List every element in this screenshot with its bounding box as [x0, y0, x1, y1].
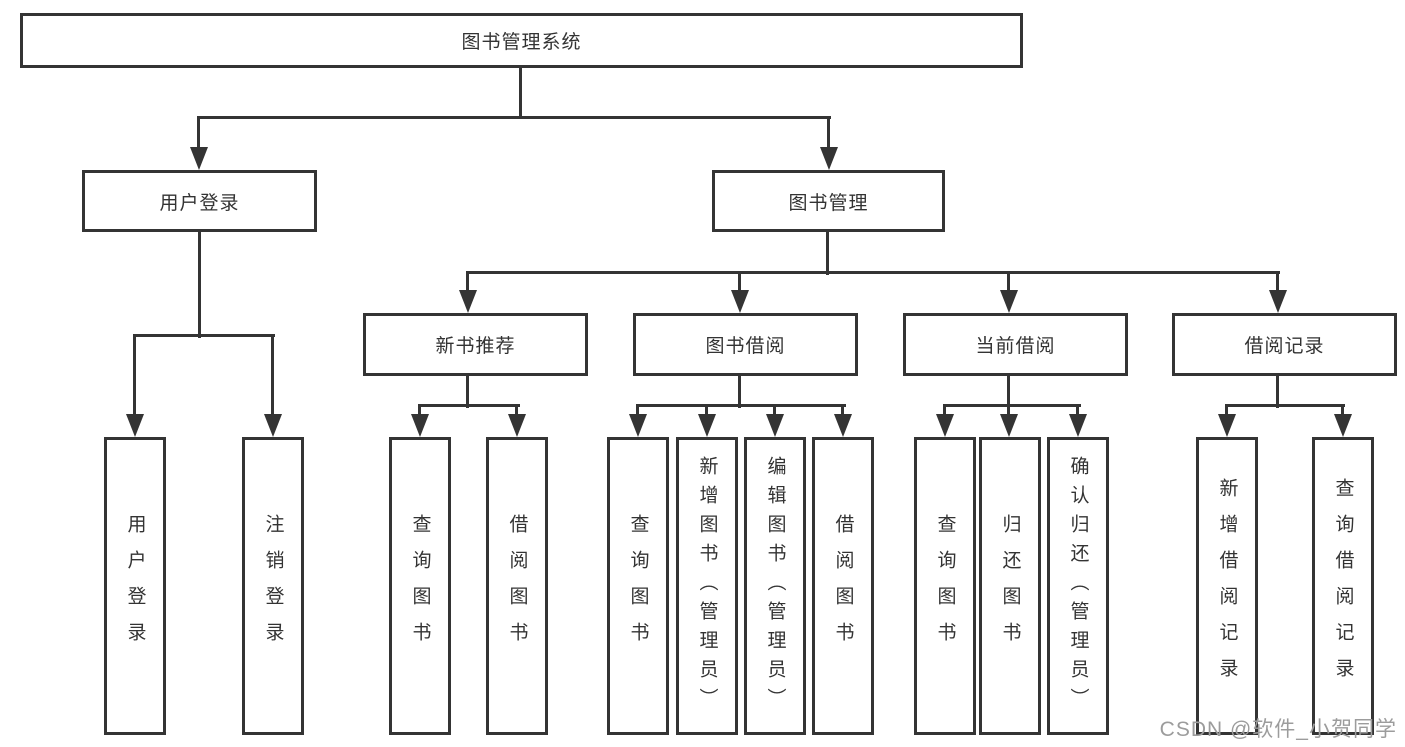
connector-drop-leaf	[841, 404, 844, 416]
arrow-down-icon	[508, 414, 526, 437]
connector-drop-borrow-records	[1276, 271, 1279, 293]
connector-book-management-trunk	[826, 230, 829, 275]
arrow-down-icon	[1000, 414, 1018, 437]
connector-borrow-records-trunk	[1276, 374, 1279, 408]
arrow-down-icon	[264, 414, 282, 437]
csdn-watermark: CSDN @软件_小贺同学	[1159, 718, 1397, 741]
node-label: 借阅记录	[1244, 336, 1325, 357]
connector-book-borrow-trunk	[738, 374, 741, 408]
node-root-library-management-system: 图书管理系统	[20, 13, 1023, 68]
node-new-book-recommend: 新书推荐	[363, 313, 588, 376]
node-book-borrow: 图书借阅	[633, 313, 858, 376]
arrow-down-icon	[1218, 414, 1236, 437]
connector-drop-user-login	[197, 116, 200, 149]
leaf-records-query: 查询借阅记录	[1312, 437, 1374, 735]
connector-drop-leaf-user-login	[133, 334, 136, 416]
leaf-current-return-books: 归还图书	[979, 437, 1041, 735]
connector-user-login-trunk	[198, 230, 201, 338]
connector-drop-book-management	[827, 116, 830, 149]
connector-drop-leaf	[515, 404, 518, 416]
leaf-borrow-add-books-admin: 新增图书（管理员）	[676, 437, 738, 735]
node-label: 当前借阅	[975, 336, 1056, 357]
connector-drop-book-borrow	[738, 271, 741, 293]
arrow-down-icon	[1069, 414, 1087, 437]
leaf-logout: 注销登录	[242, 437, 304, 735]
connector-current-borrow-trunk	[1007, 374, 1010, 408]
leaf-current-query-books: 查询图书	[914, 437, 976, 735]
arrow-down-icon	[190, 147, 208, 170]
node-book-management: 图书管理	[712, 170, 945, 232]
node-label: 新书推荐	[435, 336, 516, 357]
arrow-down-icon	[1000, 290, 1018, 313]
arrow-down-icon	[629, 414, 647, 437]
arrow-down-icon	[411, 414, 429, 437]
leaf-records-add: 新增借阅记录	[1196, 437, 1258, 735]
connector-new-book-recommend-rail	[419, 404, 520, 407]
leaf-borrow-edit-books-admin: 编辑图书（管理员）	[744, 437, 806, 735]
node-current-borrow: 当前借阅	[903, 313, 1128, 376]
connector-drop-leaf	[943, 404, 946, 416]
arrow-down-icon	[1334, 414, 1352, 437]
node-label: 图书管理	[788, 192, 869, 214]
connector-book-management-rail	[466, 271, 1280, 274]
node-label: 用户登录	[159, 192, 240, 214]
connector-book-borrow-rail	[637, 404, 846, 407]
leaf-user-login: 用户登录	[104, 437, 166, 735]
connector-drop-leaf	[1225, 404, 1228, 416]
leaf-borrow-borrow-books: 借阅图书	[812, 437, 874, 735]
node-borrow-records: 借阅记录	[1172, 313, 1397, 376]
arrow-down-icon	[459, 290, 477, 313]
connector-drop-leaf	[705, 404, 708, 416]
node-user-login: 用户登录	[82, 170, 317, 232]
node-label: 图书管理系统	[461, 32, 582, 53]
arrow-down-icon	[1269, 290, 1287, 313]
connector-drop-leaf	[636, 404, 639, 416]
connector-drop-leaf	[1341, 404, 1344, 416]
connector-new-book-recommend-trunk	[466, 374, 469, 408]
connector-drop-leaf	[773, 404, 776, 416]
leaf-recommend-borrow-books: 借阅图书	[486, 437, 548, 735]
arrow-down-icon	[698, 414, 716, 437]
arrow-down-icon	[936, 414, 954, 437]
leaf-recommend-query-books: 查询图书	[389, 437, 451, 735]
connector-drop-leaf	[1007, 404, 1010, 416]
arrow-down-icon	[731, 290, 749, 313]
node-label: 图书借阅	[705, 336, 786, 357]
leaf-borrow-query-books: 查询图书	[607, 437, 669, 735]
connector-drop-leaf	[418, 404, 421, 416]
connector-drop-leaf-logout	[271, 334, 274, 416]
arrow-down-icon	[820, 147, 838, 170]
connector-drop-leaf	[1076, 404, 1079, 416]
connector-borrow-records-rail	[1226, 404, 1345, 407]
connector-user-login-rail	[133, 334, 275, 337]
arrow-down-icon	[126, 414, 144, 437]
connector-root-trunk	[519, 66, 522, 119]
connector-drop-new-book-recommend	[466, 271, 469, 293]
connector-root-rail	[197, 116, 831, 119]
arrow-down-icon	[834, 414, 852, 437]
arrow-down-icon	[766, 414, 784, 437]
connector-drop-current-borrow	[1007, 271, 1010, 293]
connector-current-borrow-rail	[944, 404, 1081, 407]
leaf-current-confirm-return-admin: 确认归还（管理员）	[1047, 437, 1109, 735]
